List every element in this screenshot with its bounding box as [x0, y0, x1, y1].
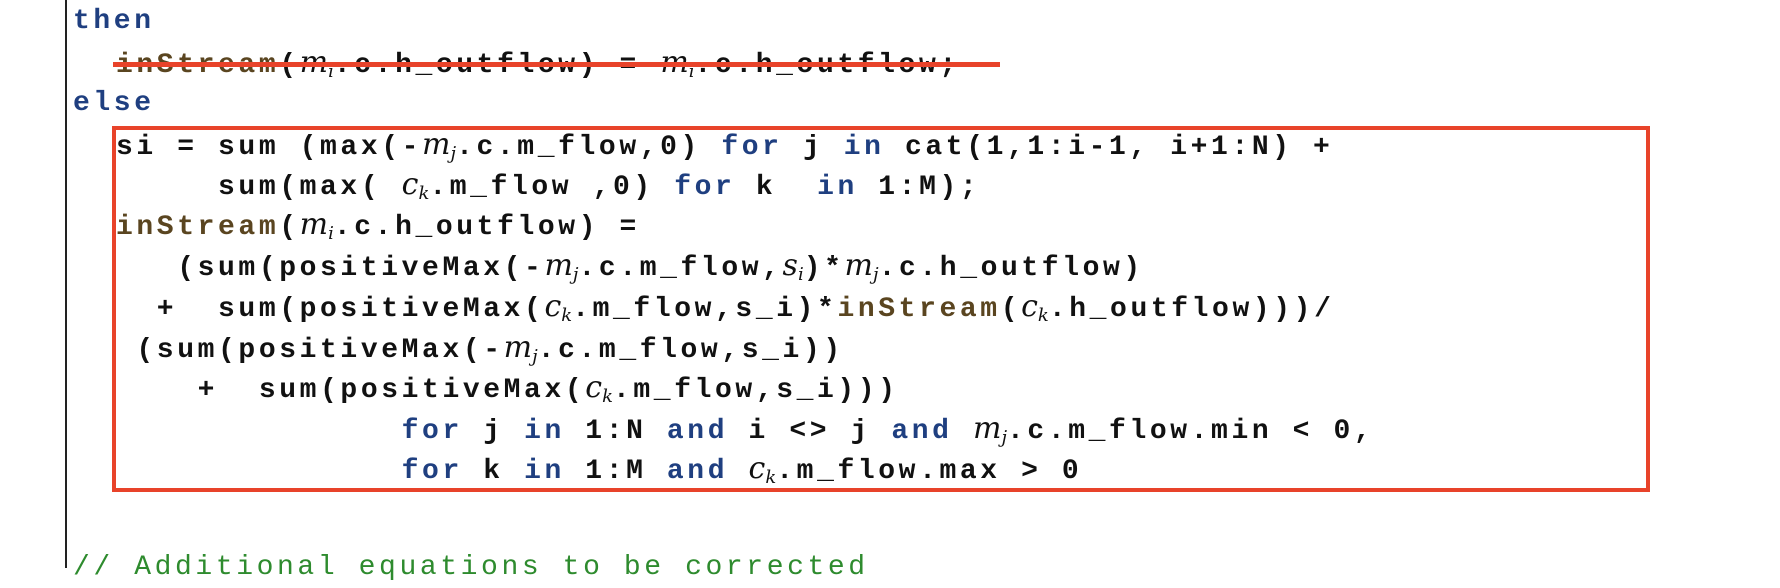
math-var: mi	[299, 207, 334, 244]
math-var: ck	[1021, 289, 1049, 326]
function-instream: inStream	[837, 294, 1001, 325]
math-var: si	[782, 248, 804, 285]
code-comment: // Additional equations to be corrected	[73, 552, 869, 583]
keyword-and: and	[891, 416, 953, 447]
math-var: ck	[401, 167, 430, 204]
highlight-box	[112, 126, 1650, 492]
si-line-2: sum(max( ck.m_flow ,0) for k in 1:M);	[116, 167, 981, 204]
math-var: ck	[544, 289, 573, 326]
keyword-then: then	[73, 6, 155, 37]
numerator-line-2: + sum(positiveMax(ck.m_flow,s_i)*inStrea…	[116, 289, 1335, 326]
math-var: ck	[748, 451, 777, 488]
keyword-for: for	[401, 416, 463, 447]
keyword-else: else	[73, 88, 155, 119]
left-margin-rule	[65, 0, 67, 568]
function-instream: inStream	[116, 212, 280, 243]
numerator-line-1: (sum(positiveMax(-mj.c.m_flow,si)*mj.c.h…	[116, 248, 1144, 285]
instream-assignment-line: inStream(mi.c.h_outflow) =	[116, 207, 640, 244]
keyword-and: and	[666, 416, 729, 447]
keyword-in: in	[524, 416, 565, 447]
math-var: mj	[844, 248, 879, 285]
math-var: mj	[544, 248, 579, 285]
strikethrough-annotation	[113, 62, 1000, 67]
for-clause-line-2: for k in 1:M and ck.m_flow.max > 0	[401, 451, 1083, 488]
denominator-line-2: + sum(positiveMax(ck.m_flow,s_i)))	[116, 370, 899, 407]
keyword-in: in	[817, 172, 858, 203]
math-var: mj	[503, 330, 538, 367]
denominator-line-1: (sum(positiveMax(-mj.c.m_flow,s_i))	[116, 330, 844, 367]
keyword-in: in	[843, 132, 885, 163]
math-var: mj	[972, 411, 1008, 448]
math-var: ck	[585, 370, 613, 407]
si-line-1: si = sum (max(-mj.c.m_flow,0) for j in c…	[116, 127, 1334, 164]
keyword-for: for	[674, 172, 736, 203]
math-var: mj	[422, 127, 457, 164]
keyword-in: in	[524, 456, 565, 487]
keyword-for: for	[401, 456, 463, 487]
keyword-and: and	[666, 456, 729, 487]
for-clause-line-1: for j in 1:N and i <> j and mj.c.m_flow.…	[401, 411, 1375, 448]
keyword-for: for	[721, 132, 783, 163]
